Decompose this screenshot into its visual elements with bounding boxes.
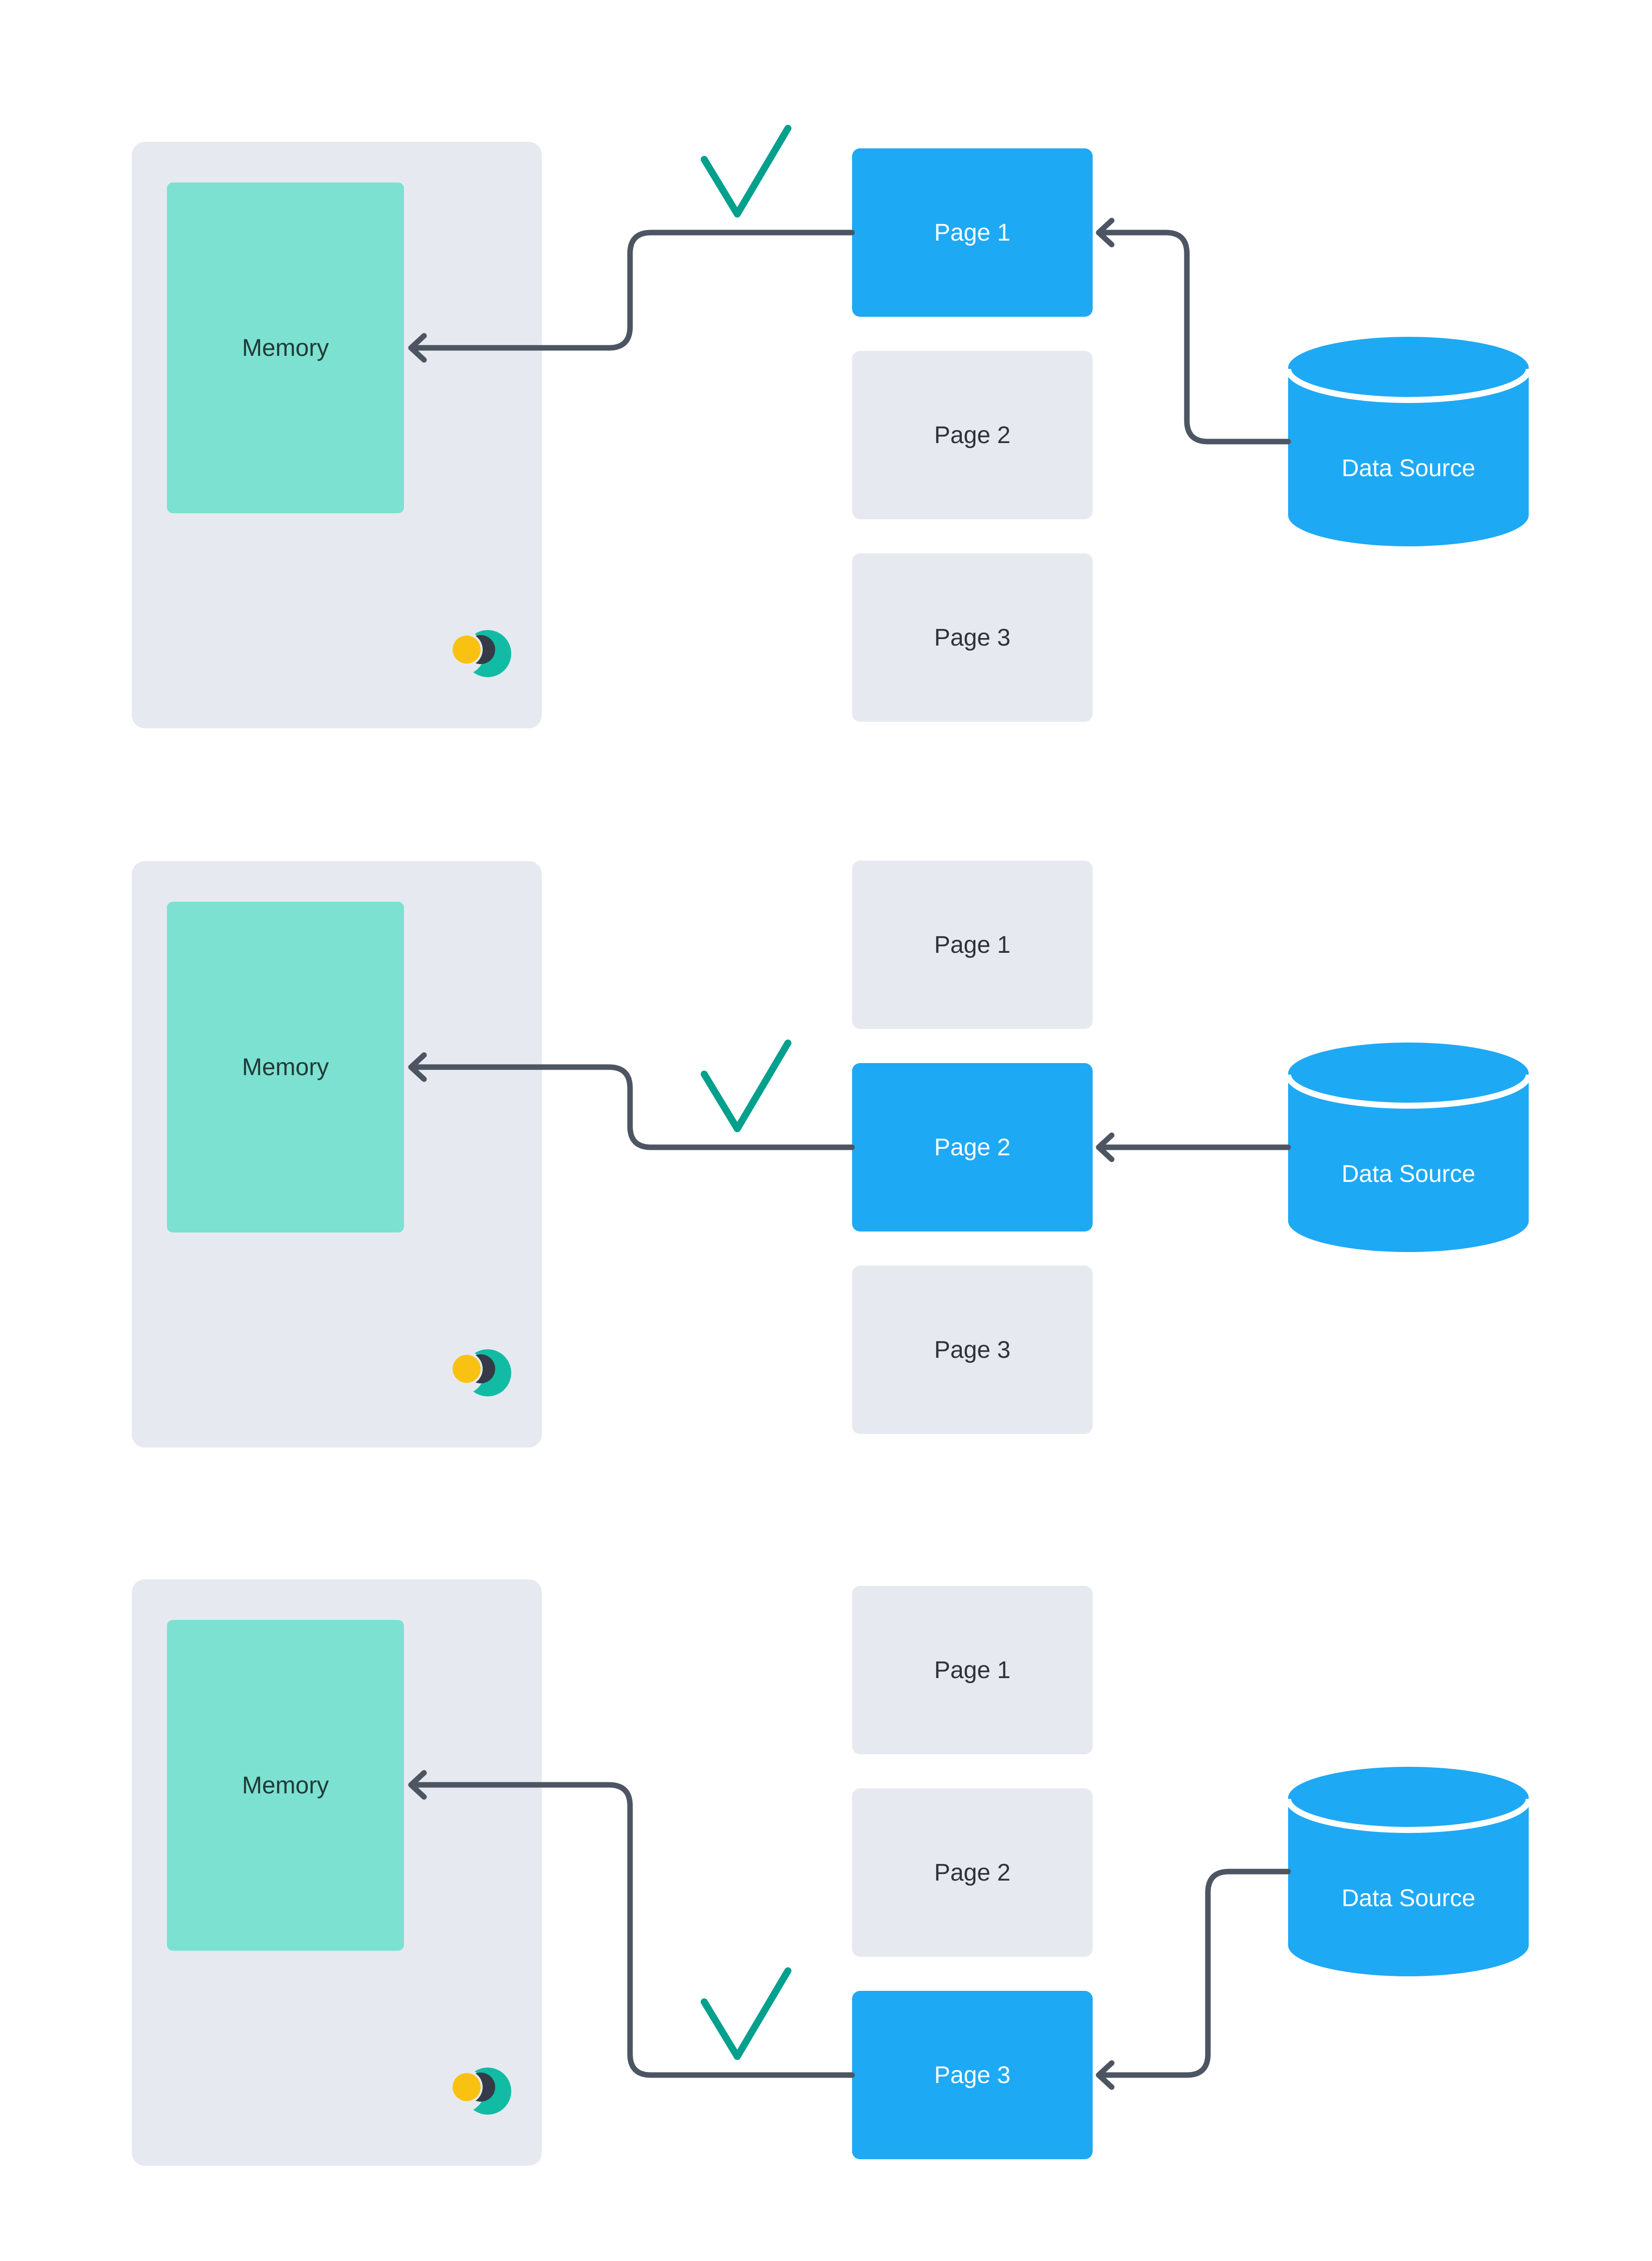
arrow-datasource-to-page2 [1096,1132,1291,1162]
memory-label: Memory [242,1054,329,1081]
page1-row3: Page 1 [852,1586,1093,1754]
data-source-row2: Data Source [1285,1043,1532,1252]
memory-label: Memory [242,334,329,361]
data-source-label: Data Source [1342,1161,1476,1187]
data-source-label: Data Source [1342,1885,1476,1912]
checkmark-icon-row2 [701,1040,791,1132]
page1-row2: Page 1 [852,861,1093,1029]
page2-row3: Page 2 [852,1788,1093,1957]
page3-row1: Page 3 [852,553,1093,722]
page-label: Page 2 [934,422,1011,449]
page3-row3: Page 3 [852,1991,1093,2159]
page3-row2: Page 3 [852,1266,1093,1434]
page-label: Page 1 [934,1657,1011,1684]
memory-label: Memory [242,1772,329,1799]
page-label: Page 1 [934,931,1011,958]
page-label: Page 3 [934,624,1011,651]
brand-logo-icon-row2 [440,1349,511,1396]
arrow-datasource-to-page1 [1096,218,1291,445]
logo-yellow-circle [453,2073,481,2101]
database-cylinder-icon [1288,1043,1529,1252]
brand-logo-icon-row1 [440,630,511,677]
database-cylinder-icon [1288,337,1529,546]
arrow-page2-to-memory [408,1052,855,1150]
page1-row1: Page 1 [852,148,1093,317]
page-label: Page 3 [934,1336,1011,1363]
memory-box-row1: Memory [167,182,404,513]
checkmark-icon-row3 [701,1967,791,2060]
memory-box-row3: Memory [167,1620,404,1951]
page2-row1: Page 2 [852,351,1093,519]
checkmark-icon-row1 [701,125,791,218]
cylinder-lid-line [1285,368,1532,403]
page-label: Page 2 [934,1134,1011,1161]
page2-row2: Page 2 [852,1063,1093,1231]
cylinder-lid-line [1285,1798,1532,1833]
memory-box-row2: Memory [167,902,404,1232]
page-label: Page 3 [934,2062,1011,2089]
arrow-page1-to-memory [408,230,855,363]
data-source-row3: Data Source [1285,1767,1532,1976]
page-label: Page 2 [934,1859,1011,1886]
logo-yellow-circle [453,1355,481,1383]
cylinder-lid-line [1285,1074,1532,1109]
arrow-datasource-to-page3 [1096,1869,1291,2090]
data-source-row1: Data Source [1285,337,1532,546]
data-source-label: Data Source [1342,455,1476,482]
logo-yellow-circle [453,636,481,664]
arrow-page3-to-memory [408,1770,855,2078]
brand-logo-icon-row3 [440,2068,511,2115]
page-label: Page 1 [934,219,1011,246]
database-cylinder-icon [1288,1767,1529,1976]
